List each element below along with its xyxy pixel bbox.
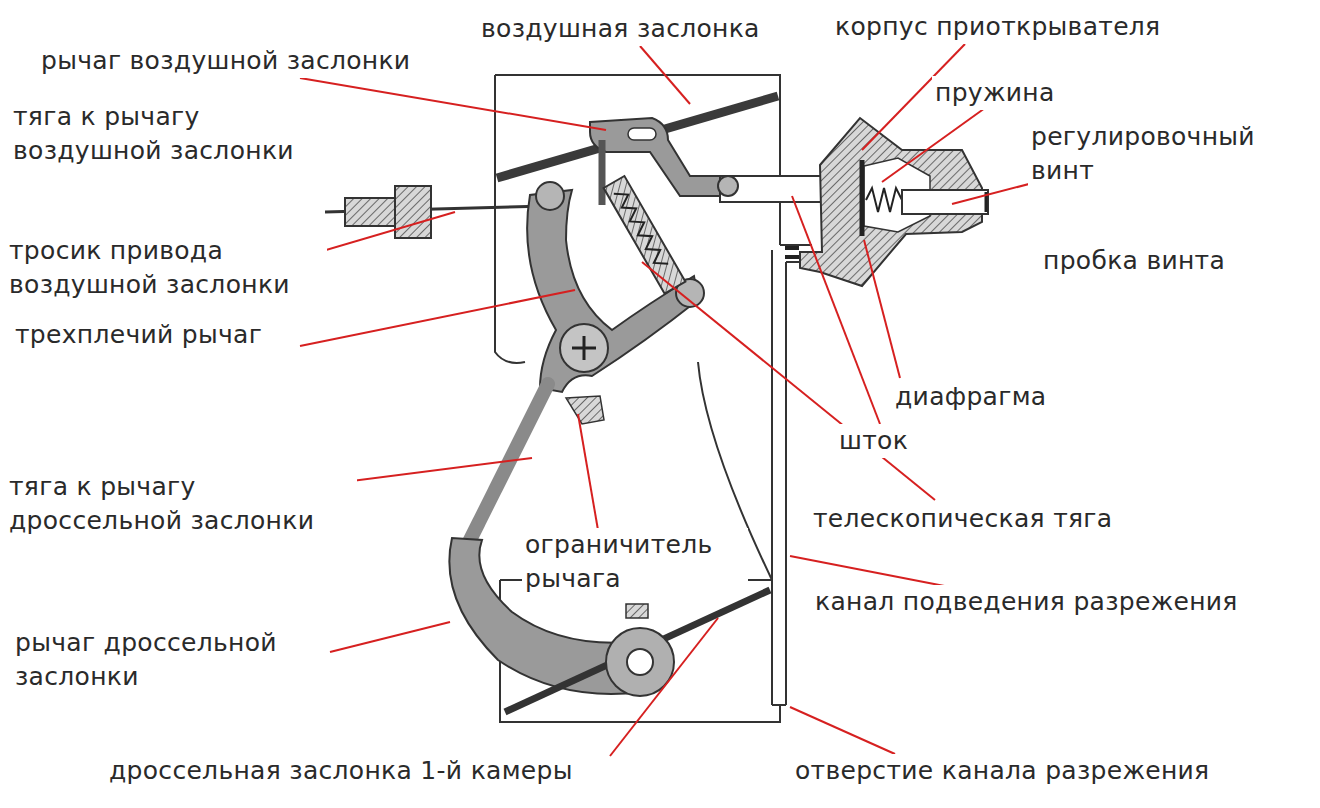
part-label: регулировочный винт — [1028, 120, 1284, 188]
part-label: тяга к рычагу дроссельной заслонки — [6, 470, 357, 538]
part-label: дроссельная заслонка 1-й камеры — [106, 754, 576, 788]
channel-mark — [785, 255, 799, 259]
axis-screw — [572, 336, 596, 360]
channel-mark — [785, 246, 799, 250]
adjusting-screw — [902, 190, 988, 214]
three-arm-lever — [527, 190, 698, 392]
part-label: рычаг воздушной заслонки — [38, 44, 413, 78]
spring — [866, 188, 902, 212]
part-label: канал подведения разрежения — [812, 585, 1241, 619]
part-label: шток — [836, 424, 911, 458]
part-label: пружина — [932, 76, 1058, 110]
part-label: трехплечий рычаг — [12, 318, 265, 352]
throttle-stop — [626, 604, 648, 618]
part-label: пробка винта — [1040, 244, 1228, 278]
part-label: воздушная заслонка — [478, 12, 763, 46]
rod-joint — [718, 176, 738, 196]
throttle-axis — [627, 649, 653, 675]
lever-pivot — [536, 182, 564, 210]
throttle-link — [466, 384, 548, 548]
part-label: рычаг дроссельной заслонки — [12, 626, 318, 694]
telescopic-rod — [604, 176, 686, 294]
part-label: отверстие канала разрежения — [792, 754, 1212, 788]
vacuum-channel — [772, 245, 812, 705]
cable-fitting — [395, 186, 431, 238]
part-label: диафрагма — [892, 380, 1049, 414]
diaphragm — [860, 160, 865, 236]
air-damper — [497, 96, 778, 178]
lever-axis — [560, 324, 608, 372]
lever-limiter — [566, 396, 604, 424]
cable-fitting — [345, 198, 395, 226]
part-label: телескопическая тяга — [810, 502, 1115, 536]
choke-link — [599, 140, 606, 205]
body-outline — [495, 75, 780, 580]
throttle-valve — [505, 590, 770, 712]
vacuum-hole — [772, 704, 786, 706]
part-label: тросик привода воздушной заслонки — [6, 234, 327, 302]
leader-lines — [250, 44, 1075, 756]
part-label: ограничитель рычага — [522, 528, 748, 596]
part-label: корпус приоткрывателя — [832, 10, 1163, 44]
part-label: тяга к рычагу воздушной заслонки — [10, 100, 326, 168]
lever-slot — [628, 128, 656, 140]
